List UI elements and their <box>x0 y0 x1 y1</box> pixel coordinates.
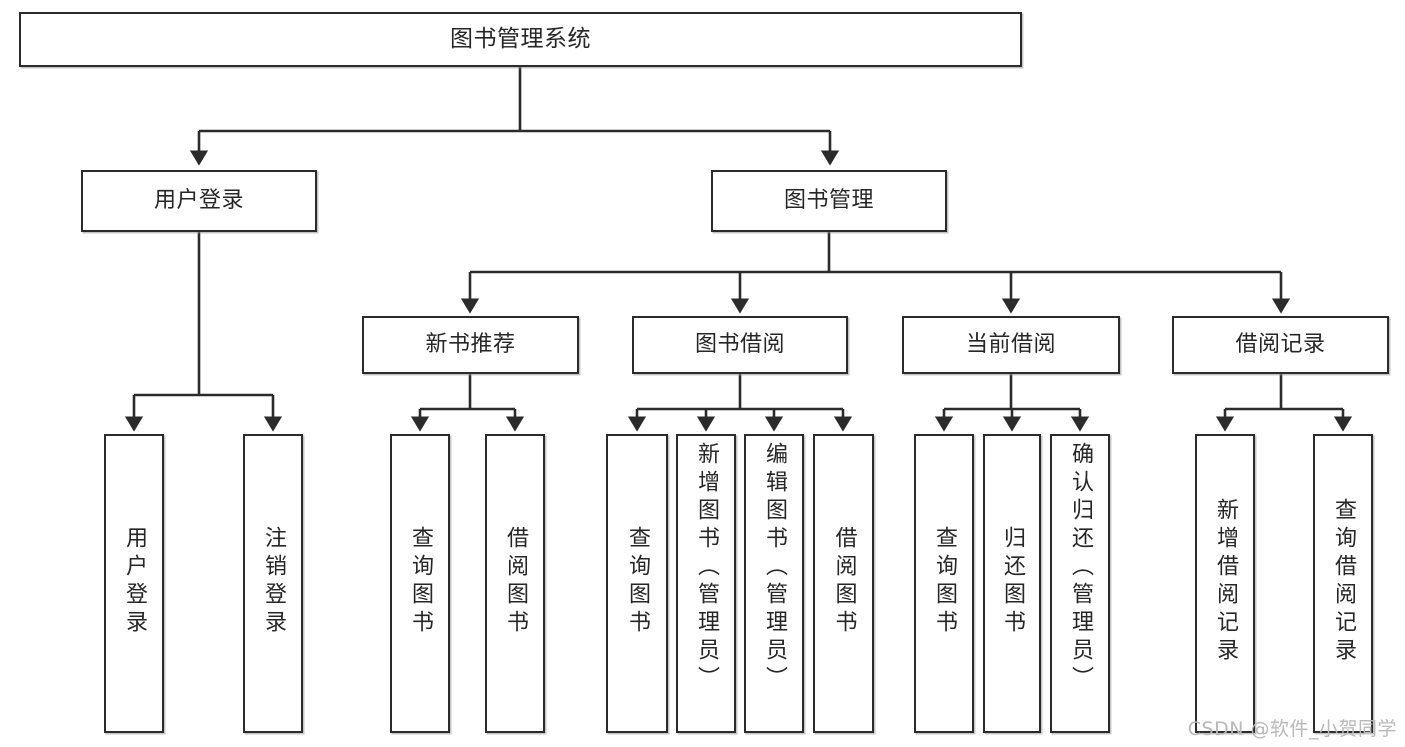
node-leaf-br-query-record[interactable]: 查询借阅记录 <box>1313 434 1373 733</box>
node-label: 归还图书 <box>1000 526 1025 638</box>
node-root-system[interactable]: 图书管理系统 <box>19 12 1022 67</box>
watermark-text: CSDN @软件_小贺同学 <box>1187 718 1397 740</box>
node-label: 注销登录 <box>261 526 286 638</box>
node-leaf-br-add-record[interactable]: 新增借阅记录 <box>1195 434 1255 733</box>
node-borrow-record[interactable]: 借阅记录 <box>1172 316 1389 374</box>
node-current-borrow[interactable]: 当前借阅 <box>902 316 1120 374</box>
node-leaf-cb-query-book[interactable]: 查询图书 <box>914 434 974 733</box>
node-label: 图书管理 <box>783 188 874 214</box>
node-label: 查询图书 <box>625 526 650 638</box>
node-leaf-bb-add-book[interactable]: 新增图书（管理员） <box>676 434 736 733</box>
node-label: 图书管理系统 <box>450 25 591 52</box>
node-leaf-cb-confirm-return[interactable]: 确认归还（管理员） <box>1050 434 1110 733</box>
node-label: 用户登录 <box>122 526 147 638</box>
node-label: 查询图书 <box>408 526 433 638</box>
node-label: 用户登录 <box>153 188 244 214</box>
node-label: 借阅图书 <box>503 526 528 638</box>
node-book-borrow[interactable]: 图书借阅 <box>632 316 848 374</box>
node-label: 新书推荐 <box>425 332 516 358</box>
node-leaf-rec-borrow-book[interactable]: 借阅图书 <box>485 434 545 733</box>
node-leaf-rec-query-book[interactable]: 查询图书 <box>390 434 450 733</box>
node-label: 查询借阅记录 <box>1331 498 1356 666</box>
node-label: 新增借阅记录 <box>1213 498 1238 666</box>
node-label: 借阅图书 <box>831 526 857 638</box>
node-leaf-user-login[interactable]: 用户登录 <box>104 434 164 733</box>
node-leaf-bb-edit-book[interactable]: 编辑图书（管理员） <box>744 434 804 733</box>
node-label: 编辑图书（管理员） <box>762 442 787 694</box>
node-label: 当前借阅 <box>965 332 1056 358</box>
node-leaf-bb-query-book[interactable]: 查询图书 <box>606 434 668 733</box>
node-label: 查询图书 <box>932 526 957 638</box>
node-leaf-cb-return-book[interactable]: 归还图书 <box>983 434 1041 733</box>
node-book-manage[interactable]: 图书管理 <box>711 170 947 232</box>
node-leaf-user-logout[interactable]: 注销登录 <box>243 434 303 733</box>
node-user-login[interactable]: 用户登录 <box>81 170 317 232</box>
node-label: 确认归还（管理员） <box>1068 442 1093 694</box>
node-new-book-rec[interactable]: 新书推荐 <box>362 316 579 374</box>
node-label: 图书借阅 <box>694 332 785 358</box>
node-label: 新增图书（管理员） <box>694 442 719 694</box>
node-label: 借阅记录 <box>1235 332 1326 358</box>
node-leaf-bb-borrow-book[interactable]: 借阅图书 <box>813 434 874 733</box>
